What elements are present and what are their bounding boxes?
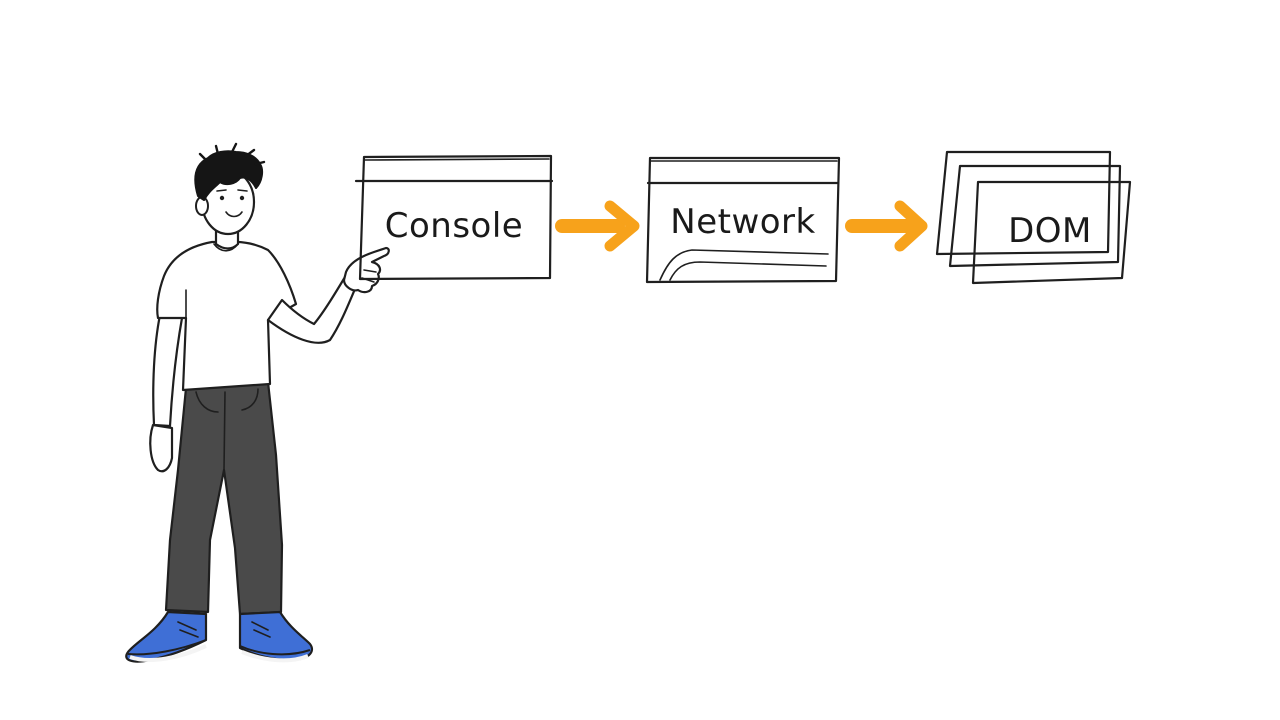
console-label: Console: [385, 206, 523, 246]
head: [194, 142, 266, 236]
network-label: Network: [670, 202, 815, 242]
dom-panel: DOM: [935, 150, 1132, 285]
eye: [239, 195, 245, 201]
console-panel: Console: [354, 154, 554, 281]
smile: [225, 211, 243, 218]
arrow-right-icon: [555, 200, 640, 252]
arrow-right-icon: [845, 200, 928, 252]
person-illustration: [125, 142, 390, 663]
pointing-arm: [266, 246, 390, 344]
left-arm: [149, 313, 184, 473]
stacked-pages-icon: [935, 150, 1132, 285]
eye: [219, 195, 225, 201]
shoes: [125, 610, 314, 663]
window-panel-icon: [358, 154, 553, 281]
pants: [164, 380, 284, 616]
network-panel: Network: [645, 156, 841, 284]
dom-label: DOM: [1008, 211, 1092, 251]
t-shirt: [156, 240, 298, 392]
hair: [194, 150, 264, 201]
network-graph-panel-icon: [645, 156, 841, 284]
